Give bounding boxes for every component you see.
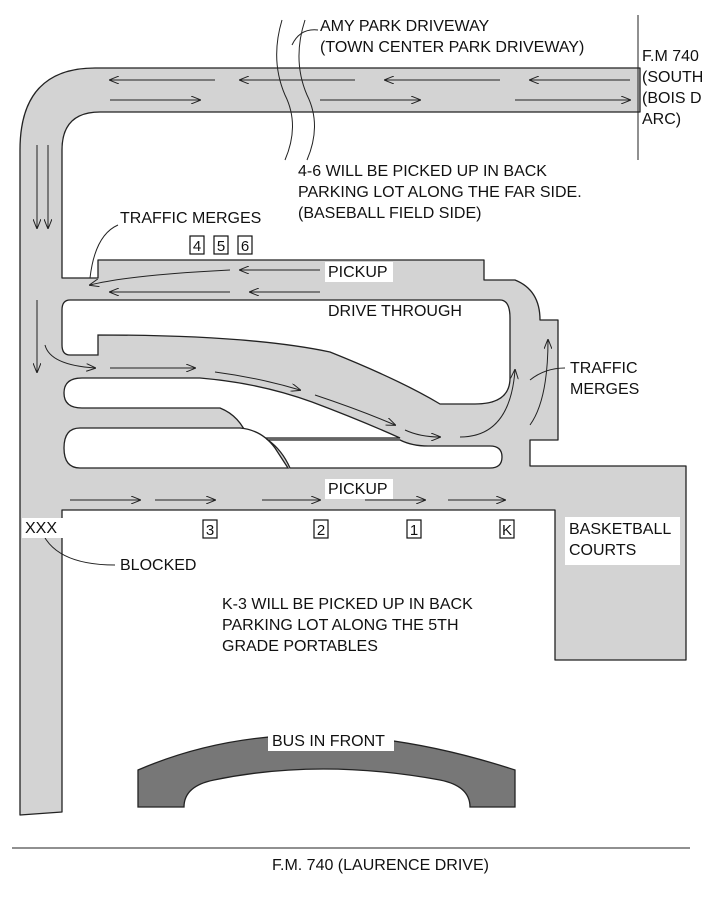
xxx-bg [22,518,64,538]
grade-box-3 [202,519,218,539]
grade-label-4: 4 [193,238,201,255]
fm740-bottom-label: F.M. 740 (LAURENCE DRIVE) [272,857,489,874]
note-k3-line-1: K-3 WILL BE PICKED UP IN BACK [222,596,473,613]
grade-box-6 [237,235,253,255]
island-bottom-lane [265,439,503,469]
basketball-label-2: COURTS [569,542,636,559]
note-k3-line-3: GRADE PORTABLES [222,638,378,655]
note-k3-line-2: PARKING LOT ALONG THE 5TH [222,617,459,634]
grade-label-1: 1 [410,522,418,539]
grade-label-6: 6 [241,238,249,255]
fm740-south-label-3: (BOIS D [642,90,702,107]
traffic-merges-right-label-1: TRAFFIC [570,360,638,377]
island-top [61,299,511,405]
island-lower [63,427,290,469]
grade-label-k: K [502,522,512,539]
drive-through-label: DRIVE THROUGH [328,303,462,320]
blocked-label: BLOCKED [120,557,196,574]
basketball-bg [565,517,680,565]
basketball-label-1: BASKETBALL [569,521,671,538]
grade-label-3: 3 [206,522,214,539]
traffic-merges-right-label-2: MERGES [570,381,639,398]
bus-label-bg [268,729,394,751]
traffic-merges-left-leader [89,224,119,279]
fm740-south-label-1: F.M 740 [642,48,699,65]
grade-markers-top: 4 5 6 [189,235,253,255]
amy-park-label-1: AMY PARK DRIVEWAY [320,18,490,35]
grade-box-2 [313,519,329,539]
road-line-2 [298,19,315,161]
note-46-line-2: PARKING LOT ALONG THE FAR SIDE. [298,184,582,201]
grade-markers-bottom: 3 2 1 K [202,519,515,539]
note-46-line-3: (BASEBALL FIELD SIDE) [298,205,481,222]
grade-box-1 [406,519,422,539]
grade-box-4 [189,235,205,255]
pickup-bottom-bg [325,479,393,499]
road-line-1 [276,19,293,161]
fm740-south-label-2: (SOUTH [642,69,703,86]
xxx-label: XXX [25,520,57,537]
drive-through-bg [325,301,473,321]
traffic-arrows [37,80,630,500]
grade-label-2: 2 [317,522,325,539]
pickup-bottom-label: PICKUP [328,481,388,498]
grade-box-k [499,519,515,539]
pickup-top-label: PICKUP [328,264,388,281]
traffic-merges-left-label: TRAFFIC MERGES [120,210,261,227]
bus-label: BUS IN FRONT [272,733,385,750]
fm740-south-label-4: ARC) [642,111,681,128]
grade-label-5: 5 [217,238,225,255]
note-46-line-1: 4-6 WILL BE PICKED UP IN BACK [298,163,547,180]
pickup-top-bg [325,262,393,282]
amy-park-leader [291,29,319,46]
amy-park-label-2: (TOWN CENTER PARK DRIVEWAY) [320,39,584,56]
grade-box-5 [213,235,229,255]
